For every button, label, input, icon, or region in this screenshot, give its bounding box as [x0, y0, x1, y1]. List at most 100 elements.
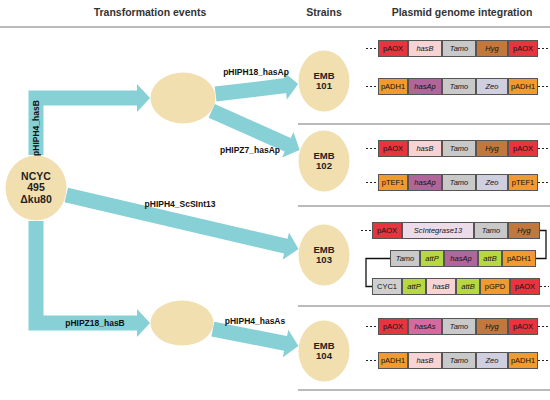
arrow-shaft [216, 86, 287, 95]
cassette-element: pADH1 [508, 352, 538, 369]
strain-label: EMB 102 [307, 151, 341, 171]
cassette-element: pAOX [510, 278, 540, 295]
element-label: Zeo [486, 178, 499, 187]
cassette-element: pADH1 [378, 352, 408, 369]
strain-label: NCYC 495 Δku80 [14, 171, 58, 204]
plasmid-label: pHIPH4_ScSInt13 [145, 199, 216, 209]
row-rule [298, 306, 550, 307]
element-label: attB [461, 282, 474, 291]
element-label: pADH1 [381, 82, 405, 91]
element-label: pADH1 [507, 254, 531, 263]
arrow-shaft [213, 329, 287, 344]
element-label: hasB [432, 282, 449, 291]
element-label: pAOX [383, 144, 403, 153]
cassette-element: Tamo [442, 352, 476, 369]
element-label: pAOX [513, 322, 533, 331]
header-rule [0, 27, 550, 28]
genome-flank [366, 360, 378, 361]
element-label: hasB [416, 356, 433, 365]
element-label: hasB [416, 144, 433, 153]
element-label: pADH1 [511, 82, 535, 91]
genome-flank [538, 48, 549, 49]
cell-outline [150, 300, 214, 346]
element-label: Tamo [450, 356, 468, 365]
element-label: pADH1 [511, 356, 535, 365]
element-label: ScIntegrase13 [414, 226, 462, 235]
cell-body [299, 51, 350, 112]
element-label: hasB [416, 44, 433, 53]
cassette-element: pADH1 [502, 250, 536, 267]
element-label: Zeo [486, 356, 499, 365]
transformation-arrow [212, 111, 300, 158]
element-label: pAOX [515, 282, 535, 291]
cassette-element: Hyg [476, 40, 508, 57]
row-rule [298, 390, 550, 391]
genome-flank [366, 48, 378, 49]
transformation-arrow [36, 221, 150, 337]
cassette-element: Zeo [476, 78, 508, 95]
cassette-element: Hyg [476, 318, 508, 335]
arrow-shaft [66, 195, 287, 246]
genome-flank [366, 182, 378, 183]
cassette-element: pAOX [508, 40, 538, 57]
arrow-head [137, 84, 150, 112]
element-label: pAOX [383, 44, 403, 53]
genome-flank [538, 86, 549, 87]
element-label: Hyg [485, 44, 498, 53]
cassette-element: CYC1 [372, 278, 402, 295]
genome-flank [538, 182, 549, 183]
yeast-cell [150, 72, 216, 124]
arrow-shaft [212, 111, 289, 145]
genome-flank [538, 360, 549, 361]
element-label: hasAp [414, 82, 435, 91]
arrow-head [283, 330, 298, 357]
row-rule [298, 124, 550, 125]
cassette-element: Tamo [442, 140, 476, 157]
cassette-element: hasAp [408, 174, 442, 191]
element-label: attB [483, 254, 496, 263]
cell-body [299, 225, 350, 286]
plasmid-label: pHIPH4_hasAs [225, 316, 285, 326]
element-label: Hyg [485, 322, 498, 331]
yeast-cell: EMB 102 [298, 130, 350, 192]
genome-flank [540, 286, 549, 287]
genome-flank [361, 230, 372, 231]
yeast-cell: EMB 101 [298, 50, 350, 112]
cassette-element: pAOX [372, 222, 402, 239]
genome-flank-dots [361, 49, 549, 361]
strain-label: EMB 103 [307, 245, 341, 265]
element-label: pAOX [383, 322, 403, 331]
arrow-head [283, 232, 299, 259]
element-label: Tamo [396, 254, 414, 263]
element-label: Tamo [450, 178, 468, 187]
yeast-cell [150, 300, 214, 346]
element-label: Tamo [450, 82, 468, 91]
element-label: pTEF1 [382, 178, 405, 187]
cassette-element: pTEF1 [508, 174, 538, 191]
cell-outline [150, 72, 216, 124]
genome-flank [366, 86, 378, 87]
cassette-element: Hyg [476, 140, 508, 157]
cassette-element: Tamo [474, 222, 508, 239]
strain-label: EMB 104 [307, 341, 341, 361]
transformation-arrow [36, 84, 150, 155]
cassette-element: pAOX [378, 140, 408, 157]
cell-body [151, 73, 216, 124]
element-label: pADH1 [381, 356, 405, 365]
element-label: hasAp [414, 178, 435, 187]
genome-flank [366, 326, 378, 327]
cassette-element: pAOX [378, 40, 408, 57]
genome-flank [538, 326, 549, 327]
cassette-element: attB [478, 250, 502, 267]
plasmid-label: pHIPZ18_hasB [65, 318, 125, 328]
plasmid-label: pHIPZ7_hasAp [220, 145, 280, 155]
element-label: Tamo [450, 144, 468, 153]
element-label: pAOX [513, 44, 533, 53]
cassette-element: Tamo [442, 174, 476, 191]
cell-body [299, 321, 350, 382]
element-label: Tamo [482, 226, 500, 235]
cassette-element: pTEF1 [378, 174, 408, 191]
genome-flank [538, 148, 549, 149]
